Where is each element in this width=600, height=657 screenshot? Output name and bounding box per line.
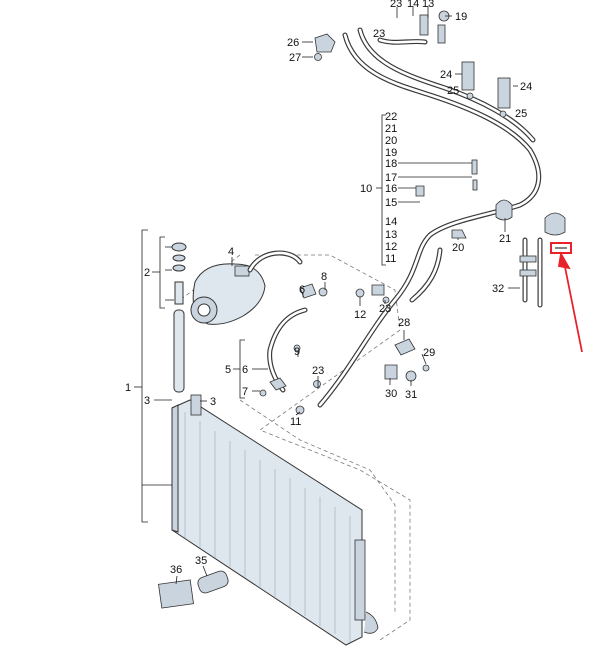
callout-c12b: 12 <box>354 309 366 321</box>
callout-c15: 15 <box>385 197 397 209</box>
callout-c29: 29 <box>423 347 435 359</box>
highlight-arrow <box>563 261 583 353</box>
compressor <box>190 263 266 325</box>
callout-c23b: 23 <box>373 28 385 40</box>
callout-c8: 8 <box>321 271 327 283</box>
callout-c11b: 11 <box>290 416 301 428</box>
callout-c1: 1 <box>125 382 131 394</box>
callout-c24b: 24 <box>520 81 532 93</box>
callout-c21a: 21 <box>385 123 397 135</box>
callout-c16: 16 <box>385 183 397 195</box>
callout-c35: 35 <box>195 555 207 567</box>
callout-labels: 23 14 13 19 26 23 27 24 25 24 25 22 21 2… <box>125 0 532 576</box>
callout-c28: 28 <box>398 317 410 329</box>
callout-c11a: 11 <box>385 253 396 265</box>
callout-c32: 32 <box>492 283 504 295</box>
callout-c5: 5 <box>225 364 231 376</box>
callout-c23c: 23 <box>379 303 391 315</box>
callout-c26: 26 <box>287 37 299 49</box>
callout-c31: 31 <box>405 389 417 401</box>
callout-c2: 2 <box>144 267 150 279</box>
callout-c17: 17 <box>385 172 397 184</box>
callout-c13b: 13 <box>385 229 397 241</box>
callout-c3a: 3 <box>144 395 150 407</box>
fittings <box>158 10 566 609</box>
callout-c12a: 12 <box>385 241 397 253</box>
callout-c20b: 20 <box>452 242 464 254</box>
callout-c19: 19 <box>455 11 467 23</box>
callout-c21b: 21 <box>499 233 511 245</box>
callout-c4: 4 <box>228 246 234 258</box>
callout-c3b: 3 <box>210 396 216 408</box>
callout-c23d: 23 <box>312 365 324 377</box>
callout-c25a: 25 <box>447 85 459 97</box>
callout-c30: 30 <box>385 388 397 400</box>
callout-c13a: 13 <box>422 0 434 10</box>
callout-c14b: 14 <box>385 216 397 228</box>
callout-c14: 14 <box>407 0 419 10</box>
callout-c7: 7 <box>242 386 248 398</box>
callout-c6b: 6 <box>242 364 248 376</box>
receiver-drier <box>171 242 187 393</box>
callout-c25b: 25 <box>515 108 527 120</box>
callout-c19b: 19 <box>385 147 397 159</box>
highlight-arrowhead <box>557 251 571 270</box>
callout-c18: 18 <box>385 158 397 170</box>
callout-c6a: 6 <box>299 284 305 296</box>
callout-c10: 10 <box>360 183 372 195</box>
condenser <box>171 394 379 646</box>
callout-c27: 27 <box>289 52 301 64</box>
leader-lines <box>134 6 520 585</box>
callout-c24a: 24 <box>440 69 452 81</box>
callout-c9: 9 <box>294 346 300 358</box>
callout-c22: 22 <box>385 111 397 123</box>
callout-c23a: 23 <box>390 0 402 10</box>
callout-c36: 36 <box>170 564 182 576</box>
callout-c20a: 20 <box>385 135 397 147</box>
